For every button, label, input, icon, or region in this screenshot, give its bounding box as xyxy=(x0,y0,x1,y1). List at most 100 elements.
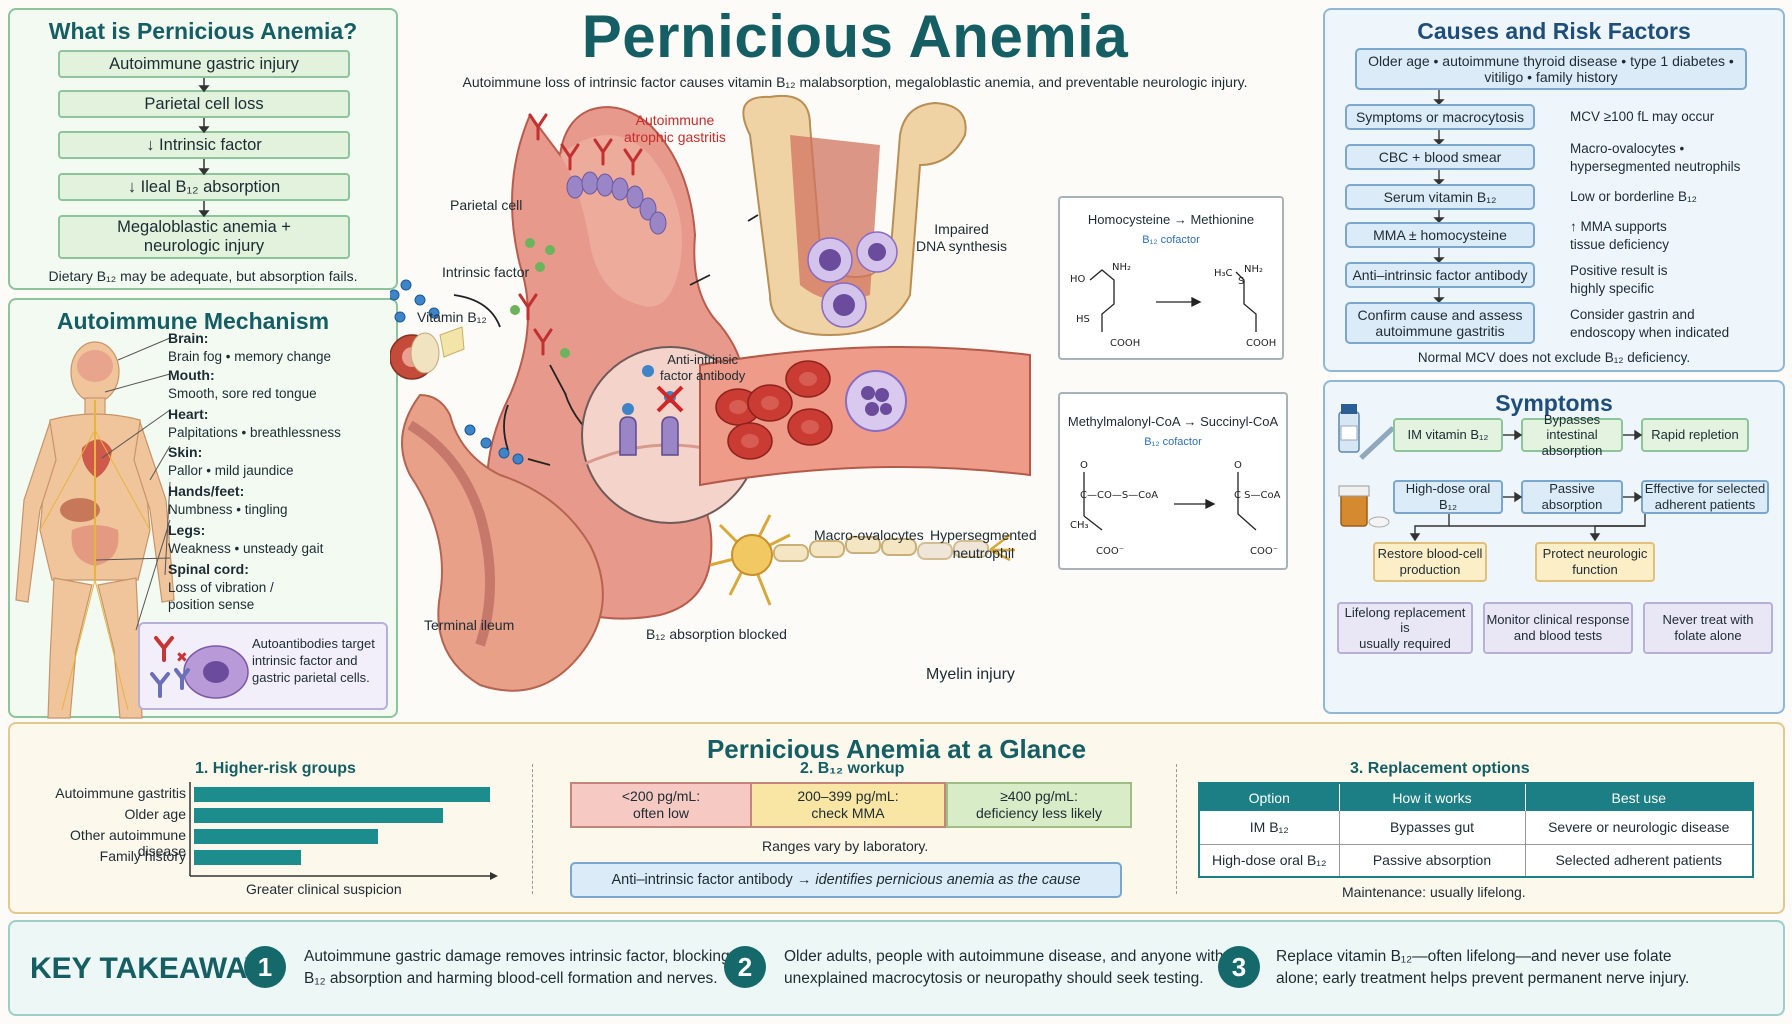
svg-text:COO⁻: COO⁻ xyxy=(1250,546,1278,557)
svg-text:COO⁻: COO⁻ xyxy=(1096,546,1124,557)
autoantibody-callout: ✖ Autoantibodies target intrinsic factor… xyxy=(138,622,388,710)
chem2-cofactor: B₁₂ cofactor xyxy=(1144,436,1202,448)
chem2-title: Methylmalonyl-CoA → Succinyl-CoA xyxy=(1067,414,1279,429)
table-cell: Bypasses gut xyxy=(1339,811,1526,845)
body-label-skin: Skin:Pallor • mild jaundice xyxy=(168,444,294,478)
risk-factors-box: Older age • autoimmune thyroid disease •… xyxy=(1355,48,1747,90)
tx-restore-blood: Restore blood-cell production xyxy=(1373,542,1487,582)
risk-chart-title: 1. Higher-risk groups xyxy=(195,760,356,777)
svg-text:C S—CoA: C S—CoA xyxy=(1234,490,1281,501)
antibody-callout: Anti–intrinsic factor antibody → identif… xyxy=(570,862,1122,898)
body-label-heart: Heart:Palpitations • breathlessness xyxy=(168,406,341,440)
replacement-table-header: Option How it works Best use xyxy=(1199,783,1753,811)
tx-bypass-absorption: Bypasses intestinal absorption xyxy=(1521,412,1623,458)
table-cell: Severe or neurologic disease xyxy=(1525,811,1753,845)
myelin-injury-label: Myelin injury xyxy=(926,666,1015,683)
body-label-legs: Legs:Weakness • unsteady gait xyxy=(168,522,324,556)
chem-box-homocysteine: Homocysteine → Methionine B₁₂ cofactor H… xyxy=(1058,196,1284,360)
takeaway-number-1: 1 xyxy=(244,946,286,988)
hypersegmented-label: Hypersegmented neutrophil xyxy=(930,527,1037,561)
causes-step-5: Anti–intrinsic factor antibody xyxy=(1345,262,1535,288)
maintenance-note: Maintenance: usually lifelong. xyxy=(1342,884,1526,900)
takeaway-number-2: 2 xyxy=(724,946,766,988)
takeaways-title: KEY TAKEAWAYS xyxy=(30,952,285,985)
risk-bar-label: Other autoimmune disease xyxy=(70,827,186,859)
risk-chart-axis xyxy=(189,782,498,880)
tx-high-dose-oral: High-dose oral B₁₂ xyxy=(1393,480,1503,514)
body-label-spinal-cord: Spinal cord:Loss of vibration / position… xyxy=(168,561,274,613)
table-cell: High-dose oral B₁₂ xyxy=(1199,844,1340,877)
symptoms-flow-arrows xyxy=(1409,429,1646,542)
food-icon xyxy=(390,326,465,380)
risk-bar-label: Autoimmune gastritis xyxy=(55,785,186,801)
svg-text:C—CO—S—CoA: C—CO—S—CoA xyxy=(1080,490,1158,501)
anti-if-antibody-label: Anti-intrinsic factor antibody xyxy=(660,352,746,383)
svg-text:NH₂: NH₂ xyxy=(1112,262,1131,273)
table-cell: Selected adherent patients xyxy=(1555,852,1723,869)
table-header-how: How it works xyxy=(1339,783,1526,811)
table-cell: IM B₁₂ xyxy=(1199,811,1340,845)
tx-protect-neuro: Protect neurologic function xyxy=(1535,542,1655,582)
svg-text:S: S xyxy=(1238,276,1244,287)
body-label-hands-feet: Hands/feet:Numbness • tingling xyxy=(168,483,288,517)
table-header-best-use: Best use xyxy=(1611,789,1666,806)
what-is-step-1: Autoimmune gastric injury xyxy=(58,50,350,78)
causes-flow-arrows xyxy=(1433,90,1445,303)
takeaway-text-3: Replace vitamin B₁₂—often lifelong—and n… xyxy=(1276,948,1690,987)
causes-step-2: CBC + blood smear xyxy=(1345,144,1535,170)
chem1-title: Homocysteine → Methionine xyxy=(1087,212,1255,227)
glance-title: Pernicious Anemia at a Glance xyxy=(706,734,1087,764)
svg-text:COOH: COOH xyxy=(1246,338,1276,349)
human-body-illustration xyxy=(15,337,175,719)
autoantibody-note: Autoantibodies target intrinsic factor a… xyxy=(252,636,375,685)
svg-text:NH₂: NH₂ xyxy=(1244,264,1263,275)
causes-note-1: MCV ≥100 fL may occur xyxy=(1570,109,1715,124)
risk-bar xyxy=(194,829,378,844)
takeaway-text-2: Older adults, people with autoimmune dis… xyxy=(784,948,1224,987)
replacement-title: 3. Replacement options xyxy=(1350,760,1530,777)
page-subtitle: Autoimmune loss of intrinsic factor caus… xyxy=(462,74,1248,90)
symptoms-panel: Symptoms IM vitamin B₁₂ Bypasses intesti… xyxy=(1323,380,1785,714)
svg-text:CH₃: CH₃ xyxy=(1070,520,1089,531)
causes-step-3: Serum vitamin B₁₂ xyxy=(1345,184,1535,210)
svg-text:HO: HO xyxy=(1070,274,1086,285)
what-is-step-4: ↓ Ileal B₁₂ absorption xyxy=(58,173,350,201)
workup-range-high: ≥400 pg/mL: deficiency less likely xyxy=(946,782,1132,828)
workup-note: Ranges vary by laboratory. xyxy=(762,838,929,854)
tx-monitor: Monitor clinical response and blood test… xyxy=(1483,602,1633,654)
replacement-table: Option How it works Best use IM B₁₂ Bypa… xyxy=(1198,782,1754,878)
causes-note-2: Macro-ovalocytes • hypersegmented neutro… xyxy=(1570,141,1741,174)
what-is-step-2: Parietal cell loss xyxy=(58,90,350,118)
tx-im-b12: IM vitamin B₁₂ xyxy=(1393,418,1503,452)
absorption-blocked-label: B₁₂ absorption blocked xyxy=(646,626,787,642)
parietal-cell-label: Parietal cell xyxy=(450,197,523,213)
tx-lifelong: Lifelong replacement is usually required xyxy=(1337,602,1473,654)
antibody-callout-lead: Anti–intrinsic factor antibody → xyxy=(611,872,812,888)
center-illustration xyxy=(390,95,1031,692)
glance-divider-2 xyxy=(1176,764,1177,894)
table-header-option: Option xyxy=(1199,783,1340,811)
impaired-dna-label: Impaired DNA synthesis xyxy=(916,221,1008,254)
table-row: IM B₁₂ Bypasses gut Severe or neurologic… xyxy=(1199,811,1753,845)
risk-chart-xlabel: Greater clinical suspicion xyxy=(246,881,402,897)
svg-text:O: O xyxy=(1234,460,1242,471)
svg-text:HS: HS xyxy=(1076,314,1090,325)
causes-note-6: Consider gastrin and endoscopy when indi… xyxy=(1570,307,1730,340)
table-row: High-dose oral B₁₂ Passive absorption Se… xyxy=(1199,844,1753,877)
causes-step-6: Confirm cause and assess autoimmune gast… xyxy=(1345,302,1535,344)
glance-panel: Pernicious Anemia at a Glance 1. Higher-… xyxy=(8,722,1785,914)
workup-range-low: <200 pg/mL: often low xyxy=(570,782,752,828)
tx-rapid-repletion: Rapid repletion xyxy=(1641,418,1749,452)
body-label-brain: Brain:Brain fog • memory change xyxy=(168,330,332,364)
causes-note-3: Low or borderline B₁₂ xyxy=(1570,189,1697,204)
svg-text:H₃C: H₃C xyxy=(1214,268,1233,279)
risk-bar-label: Older age xyxy=(124,806,186,822)
workup-range-mid: 200–399 pg/mL: check MMA xyxy=(752,782,946,828)
takeaway-number-3: 3 xyxy=(1218,946,1260,988)
risk-bar xyxy=(194,850,301,865)
workup-title: 2. B₁₂ workup xyxy=(800,760,905,777)
injection-vial-icon xyxy=(1338,404,1399,528)
